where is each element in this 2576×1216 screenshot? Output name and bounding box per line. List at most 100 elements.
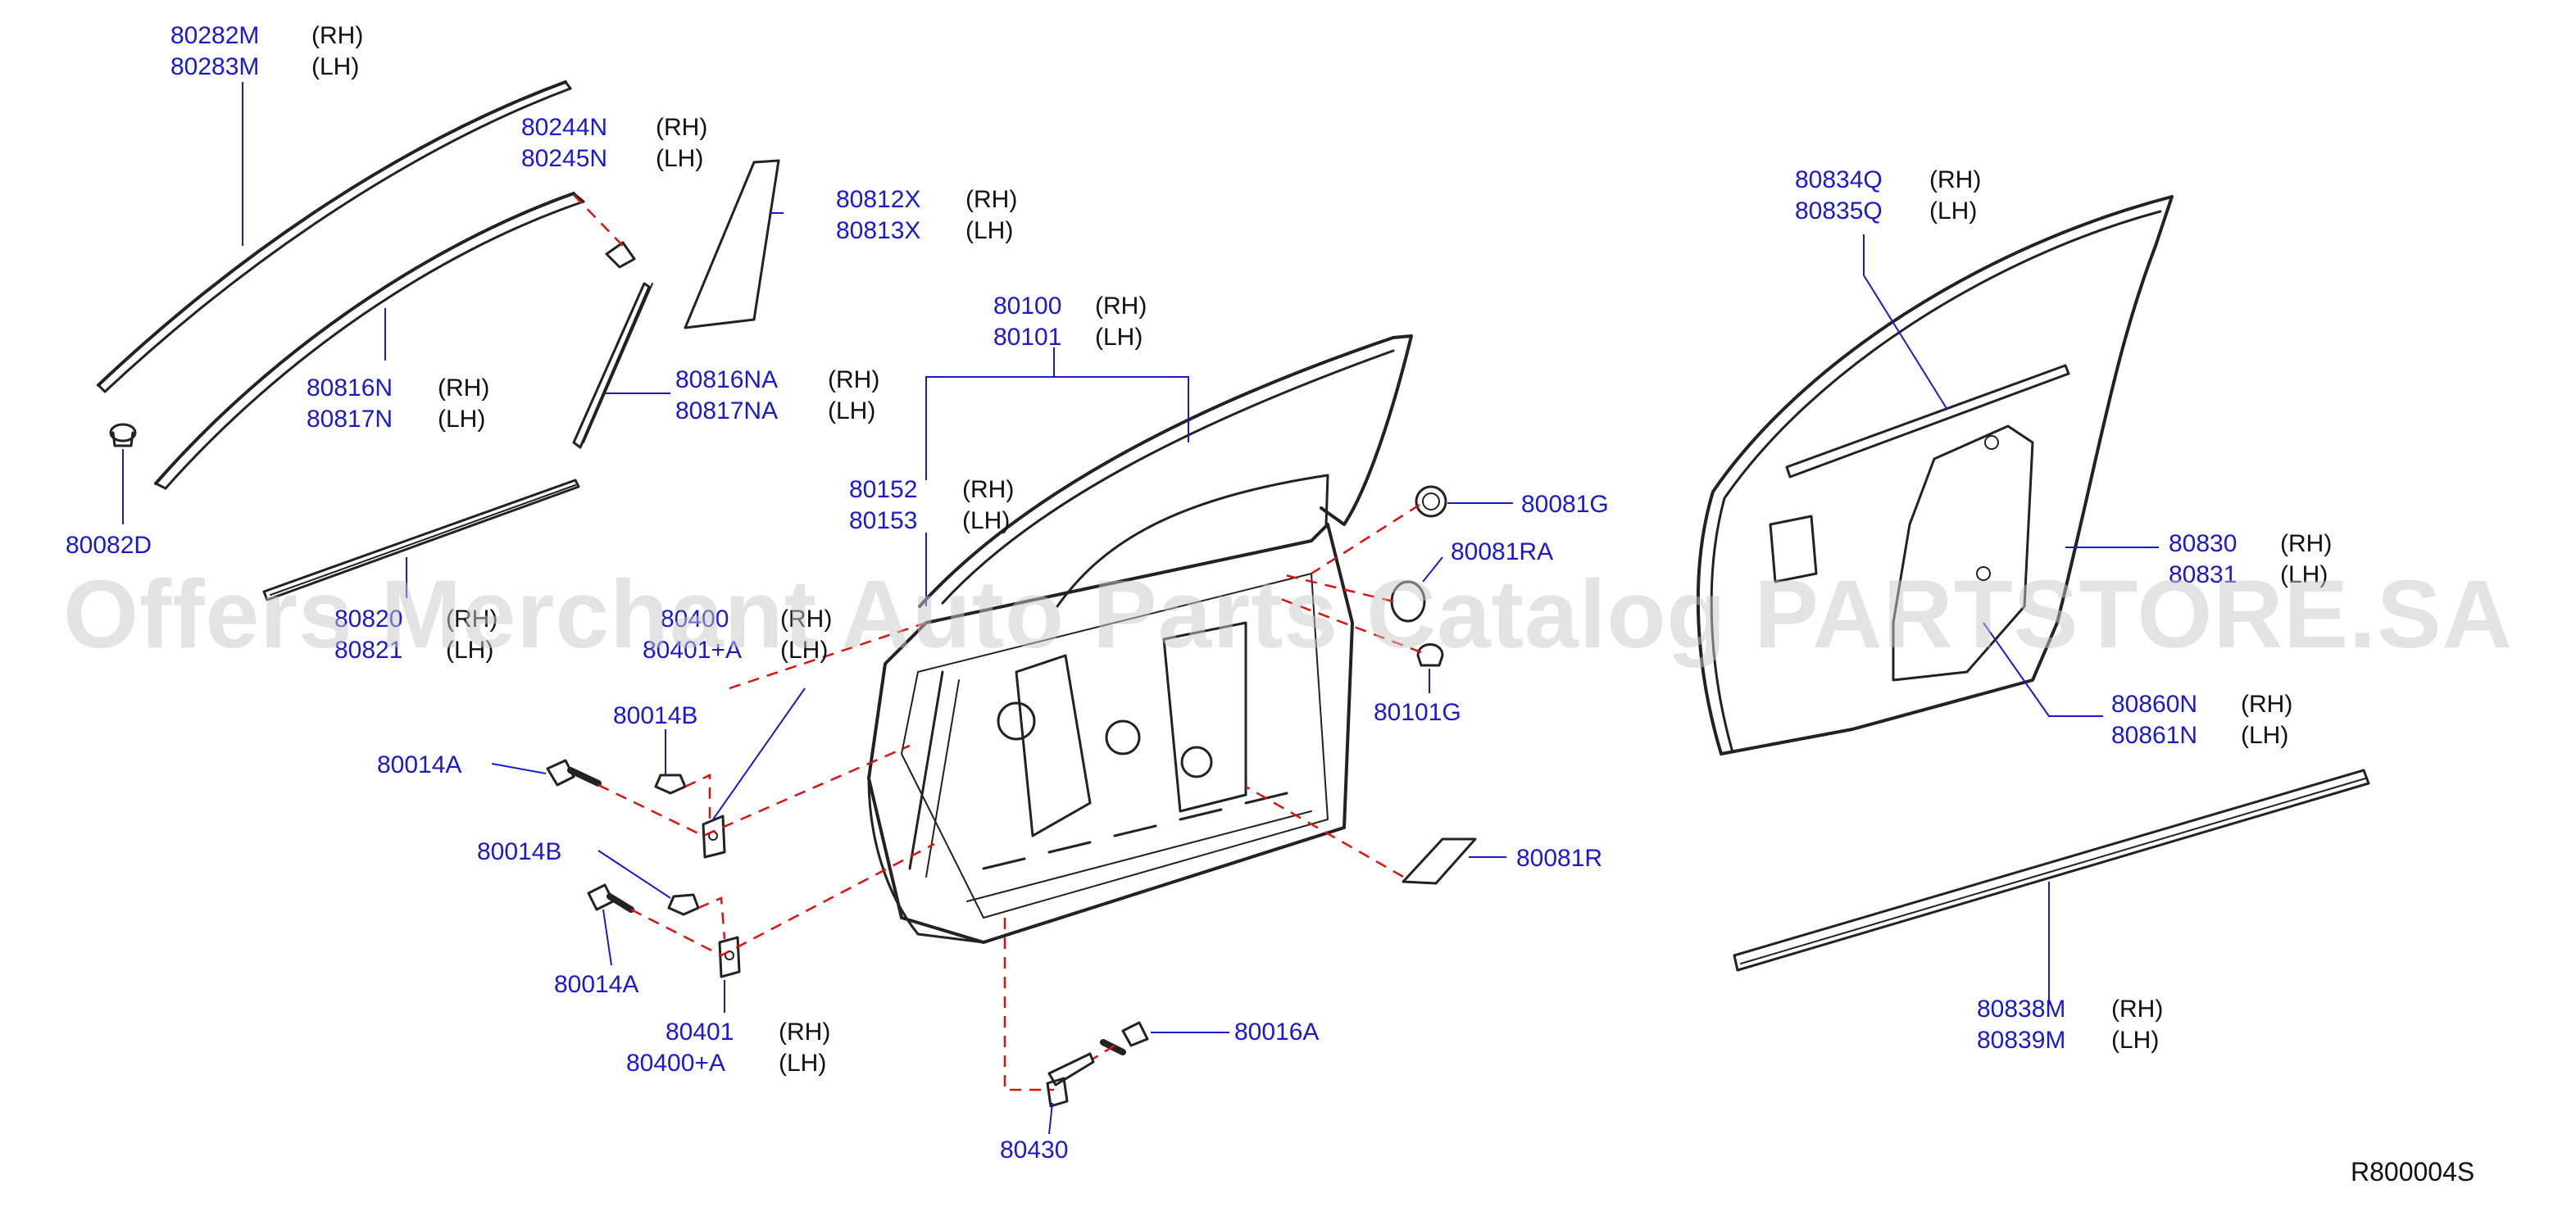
part-number: 80816N [307,374,393,402]
dashed-line [1245,785,1404,878]
dashed-line [1278,597,1422,654]
part-number: 80014A [377,751,462,778]
side-label: (LH) [2111,1027,2160,1054]
part-number: 80152 [849,476,918,503]
part-plug-80081g[interactable] [1415,485,1447,518]
part-door-checker[interactable] [1046,1052,1095,1108]
part-number: 80834Q [1795,166,1883,193]
part-number: 80014A [554,971,639,998]
part-number: 80014B [613,702,698,729]
part-number: 80016A [1234,1019,1320,1046]
part-number: 80283M [170,53,260,80]
side-label: (LH) [2280,561,2328,588]
part-number: 80838M [1977,996,2066,1023]
part-sash-cover[interactable] [684,159,780,329]
part-number: 80081R [1516,845,1603,872]
side-label: (RH) [2241,691,2293,718]
side-label: (LH) [311,53,360,80]
side-label: (RH) [656,114,708,141]
side-label: (LH) [2241,722,2289,749]
diagram-code: R800004S [2351,1157,2475,1187]
part-lower-molding[interactable] [1733,769,2370,972]
part-nut-upper[interactable] [654,774,687,795]
part-number: 80101 [993,324,1062,351]
part-number: 80817N [307,406,393,433]
side-label: (RH) [1095,293,1147,320]
part-bolt-upper[interactable] [546,759,602,787]
part-sealing-screen[interactable] [1769,424,2034,682]
part-nut-lower[interactable] [667,893,700,916]
side-label: (LH) [438,406,486,433]
dashed-line [630,842,935,957]
part-lower-hinge[interactable] [718,936,741,978]
part-number: 80830 [2169,530,2238,557]
part-number: 80820 [334,606,403,633]
part-door-panel[interactable] [867,334,1413,944]
part-door-outer-panel[interactable] [867,777,985,944]
part-number: 80812X [836,186,921,213]
side-label: (RH) [2280,530,2333,557]
part-number: 80813X [836,217,921,244]
part-number: 80835Q [1795,197,1883,225]
part-number: 80860N [2111,691,2198,718]
part-number: 80401 [666,1019,734,1046]
part-number: 80400 [661,606,729,633]
side-label: (LH) [1095,324,1143,351]
dashed-line [573,194,624,247]
part-number: 80816NA [675,366,779,393]
part-number: 80861N [2111,722,2198,749]
part-bolt-lower[interactable] [587,883,634,913]
side-label: (LH) [656,145,704,172]
part-inner-belt-molding[interactable] [262,479,580,601]
side-label: (RH) [828,366,880,393]
side-label: (RH) [1929,166,1982,193]
dashed-line [729,621,927,690]
dashed-line [684,774,711,823]
part-number: 80831 [2169,561,2238,588]
side-label: (RH) [2111,996,2164,1023]
dashed-line [1003,918,1054,1091]
side-label: (RH) [779,1019,831,1046]
part-number: 80817NA [675,397,779,424]
part-upper-hinge[interactable] [702,814,726,859]
leader-line [712,687,806,820]
part-number: 80839M [1977,1027,2066,1054]
side-label: (RH) [438,374,490,402]
part-corner-clip[interactable] [605,241,636,269]
side-label: (RH) [780,606,833,633]
dashed-line [1093,1044,1115,1060]
part-pillar-molding[interactable] [572,282,653,449]
part-number: 80014B [477,838,562,865]
leader-line [491,763,547,774]
side-label: (RH) [311,22,364,49]
side-label: (LH) [1929,197,1978,225]
watermark-text: Offers Merchant Auto Parts Catalog PARTS… [63,560,2513,669]
side-label: (RH) [962,476,1015,503]
leader-line [1863,234,1948,411]
leader-line [602,909,612,966]
part-frame-molding[interactable] [154,192,585,490]
part-clip-80082d[interactable] [109,423,137,447]
part-number: 80821 [334,637,403,664]
side-label: (LH) [446,637,494,664]
side-label: (LH) [962,507,1011,534]
dashed-line [1311,503,1420,575]
part-outer-belt-molding[interactable] [97,80,572,393]
leader-line [1983,622,2103,717]
part-number: 80400+A [626,1050,725,1077]
dashed-line [697,896,726,940]
part-number: 80245N [521,145,608,172]
part-plug-80101g[interactable] [1416,643,1444,667]
part-number: 80081G [1521,491,1609,518]
part-door-weatherstrip[interactable] [1696,195,2174,755]
leader-line [1048,1102,1053,1135]
part-seal-80081r[interactable] [1402,837,1477,885]
side-label: (LH) [828,397,876,424]
part-number: 80082D [66,532,152,559]
part-number: 80430 [1000,1137,1069,1164]
leader-line [597,850,671,899]
side-label: (RH) [965,186,1018,213]
side-label: (LH) [779,1050,827,1077]
